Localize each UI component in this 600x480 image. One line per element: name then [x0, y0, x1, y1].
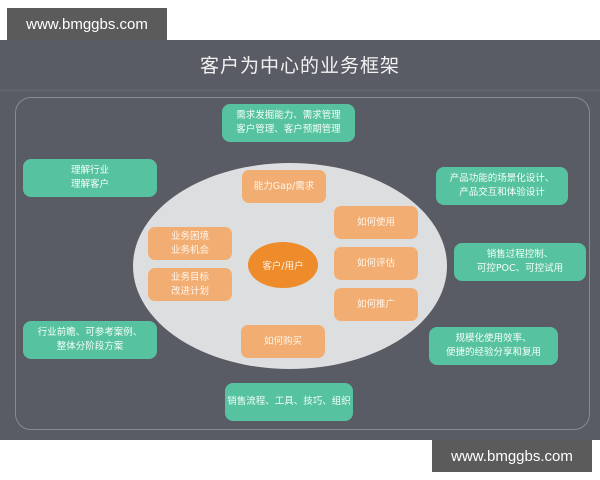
box-line: 行业前瞻、可参考案例、 [37, 327, 143, 338]
inner-box-right-3: 如何推广 [334, 288, 418, 321]
diagram-frame [15, 97, 590, 430]
box-line: 如何购买 [263, 335, 302, 347]
box-line: 产品功能的场景化设计、 [449, 173, 555, 184]
outer-box-right-top: 产品功能的场景化设计、 产品交互和体验设计 [436, 167, 568, 205]
outer-box-left-bottom: 行业前瞻、可参考案例、 整体分阶段方案 [23, 321, 157, 359]
inner-box-right-1: 如何使用 [334, 206, 418, 239]
box-line: 便捷的经验分享和复用 [445, 347, 541, 358]
watermark-text: www.bmggbs.com [451, 447, 573, 465]
inner-box-left-bottom: 业务目标 改进计划 [148, 268, 232, 301]
box-line: 销售流程、工具、技巧、组织 [227, 396, 351, 407]
box-line: 业务目标 [170, 271, 209, 283]
outer-box-bottom: 销售流程、工具、技巧、组织 [225, 383, 353, 421]
outer-box-top: 需求发掘能力、需求管理 客户管理、客户预期管理 [222, 104, 355, 142]
box-line: 理解行业 [70, 165, 109, 176]
inner-box-top: 能力Gap/需求 [242, 170, 326, 203]
box-line: 理解客户 [70, 179, 109, 190]
box-line: 产品交互和体验设计 [459, 187, 545, 198]
title-divider [0, 89, 600, 92]
box-line: 如何评估 [356, 257, 395, 269]
inner-box-left-top: 业务困境 业务机会 [148, 227, 232, 260]
inner-box-right-2: 如何评估 [334, 247, 418, 280]
watermark-bottom: www.bmggbs.com [432, 440, 592, 472]
inner-box-bottom: 如何购买 [241, 325, 325, 358]
center-label: 客户/用户 [262, 261, 304, 272]
box-line: 销售过程控制、 [486, 249, 554, 260]
box-line: 整体分阶段方案 [56, 341, 124, 352]
outer-box-right-bottom: 规模化使用效率、 便捷的经验分享和复用 [429, 327, 558, 365]
box-line: 如何使用 [356, 216, 395, 228]
box-line: 业务困境 [170, 230, 209, 242]
diagram-title: 客户为中心的业务框架 [199, 54, 400, 77]
box-line: 规模化使用效率、 [455, 333, 532, 344]
box-line: 需求发掘能力、需求管理 [236, 110, 341, 121]
box-line: 客户管理、客户预期管理 [236, 124, 341, 135]
box-line: 业务机会 [170, 244, 209, 256]
box-line: 改进计划 [170, 285, 209, 297]
outer-box-left-top: 理解行业 理解客户 [23, 159, 157, 197]
outer-box-right-middle: 销售过程控制、 可控POC、可控试用 [454, 243, 586, 281]
center-customer-node: 客户/用户 [248, 242, 318, 288]
box-line: 如何推广 [356, 298, 395, 310]
box-line: 可控POC、可控试用 [476, 263, 564, 274]
diagram-panel: 客户为中心的业务框架 需求发掘能力、需求管理 客户管理、客户预期管理 理解行业 … [0, 40, 600, 440]
watermark-text: www.bmggbs.com [26, 15, 148, 33]
watermark-top: www.bmggbs.com [7, 8, 167, 40]
box-line: 能力Gap/需求 [253, 180, 315, 192]
